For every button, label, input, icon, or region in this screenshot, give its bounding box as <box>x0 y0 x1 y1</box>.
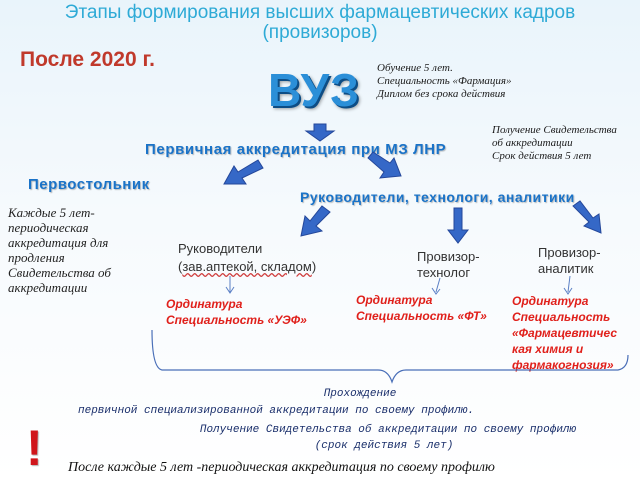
pervostolnik-note: Каждые 5 лет- периодическая аккредитация… <box>8 205 111 295</box>
paren-close: ) <box>311 259 317 274</box>
vuz-info-line: Специальность «Фармация» <box>377 75 512 87</box>
role-managers-sub-text: зав.аптекой, складом <box>182 259 312 274</box>
ordinatura-line: Специальность «ФТ» <box>356 309 487 323</box>
arrow-down-left-icon <box>223 159 264 185</box>
pervostolnik-note-line: аккредитации <box>8 280 88 295</box>
after-2020-label: После 2020 г. <box>20 48 155 71</box>
vuz-label: ВУЗ <box>268 64 360 116</box>
role-technologist-line: технолог <box>417 265 471 280</box>
arrow-down-right-icon <box>367 151 402 179</box>
role-analyst-line: Провизор- <box>538 245 601 260</box>
ordinatura-technologist: Ординатура Специальность «ФТ» <box>356 292 487 324</box>
ordinatura-line: кая химия и <box>512 342 584 356</box>
ordinatura-line: Ординатура <box>166 297 243 311</box>
arrow-down-icon <box>446 207 470 244</box>
vuz-info-line: Диплом без срока действия <box>377 88 506 100</box>
vuz-info-line: Обучение 5 лет. <box>377 62 453 74</box>
pervostolnik-label: Первостольник <box>28 176 150 193</box>
ordinatura-line: Ординатура <box>512 294 589 308</box>
bottom-text-line1: Прохождение <box>323 388 397 400</box>
bottom-text-line4: (срок действия 5 лет) <box>314 440 454 452</box>
certificate-info-line: об аккредитации <box>492 137 573 149</box>
ordinatura-line: фармакогнозия» <box>512 358 614 372</box>
role-managers-sub: (зав.аптекой, складом) <box>178 259 316 275</box>
role-analyst: Провизор- аналитик <box>538 245 601 277</box>
arrow-down-icon <box>304 123 336 142</box>
ordinatura-line: «Фармацевтичес <box>512 326 617 340</box>
role-technologist-line: Провизор- <box>417 249 480 264</box>
ordinatura-analyst: Ординатура Специальность «Фармацевтичес … <box>512 293 617 373</box>
page-title-line1: Этапы формирования высших фармацевтическ… <box>64 2 576 23</box>
page-title-line2: (провизоров) <box>262 22 378 43</box>
arrow-down-right-icon <box>572 200 602 234</box>
ordinatura-line: Специальность «УЭФ» <box>166 313 307 327</box>
pervostolnik-note-line: Каждые 5 лет- <box>8 205 95 220</box>
ordinatura-line: Ординатура <box>356 293 433 307</box>
role-technologist: Провизор- технолог <box>417 249 480 281</box>
final-note: После каждые 5 лет -периодическая аккред… <box>68 460 495 475</box>
curly-brace <box>151 329 629 384</box>
vuz-info: Обучение 5 лет. Специальность «Фармация»… <box>377 62 512 101</box>
role-analyst-line: аналитик <box>538 261 594 276</box>
primary-accreditation-label: Первичная аккредитация при МЗ ЛНР <box>145 141 447 158</box>
thin-arrows <box>225 275 573 295</box>
pervostolnik-note-line: продления <box>8 250 65 265</box>
exclamation-mark: ! <box>26 420 43 476</box>
arrow-down-left-icon <box>300 205 331 237</box>
certificate-info-line: Получение Свидетельства <box>492 124 617 136</box>
pervostolnik-note-line: аккредитация для <box>8 235 109 250</box>
ordinatura-line: Специальность <box>512 310 611 324</box>
paren-open: ( <box>178 259 183 274</box>
role-managers: Руководители <box>178 241 263 256</box>
managers-group-label: Руководители, технологи, аналитики <box>300 189 575 205</box>
bottom-text-line2: первичной специализированной аккредитаци… <box>78 405 475 417</box>
certificate-info: Получение Свидетельства об аккредитации … <box>492 124 617 163</box>
pervostolnik-note-line: периодическая <box>8 220 89 235</box>
bottom-text-line3: Получение Свидетельства об аккредитации … <box>199 424 577 436</box>
pervostolnik-note-line: Свидетельства об <box>8 265 111 280</box>
ordinatura-managers: Ординатура Специальность «УЭФ» <box>166 296 307 328</box>
certificate-info-line: Срок действия 5 лет <box>492 150 592 162</box>
